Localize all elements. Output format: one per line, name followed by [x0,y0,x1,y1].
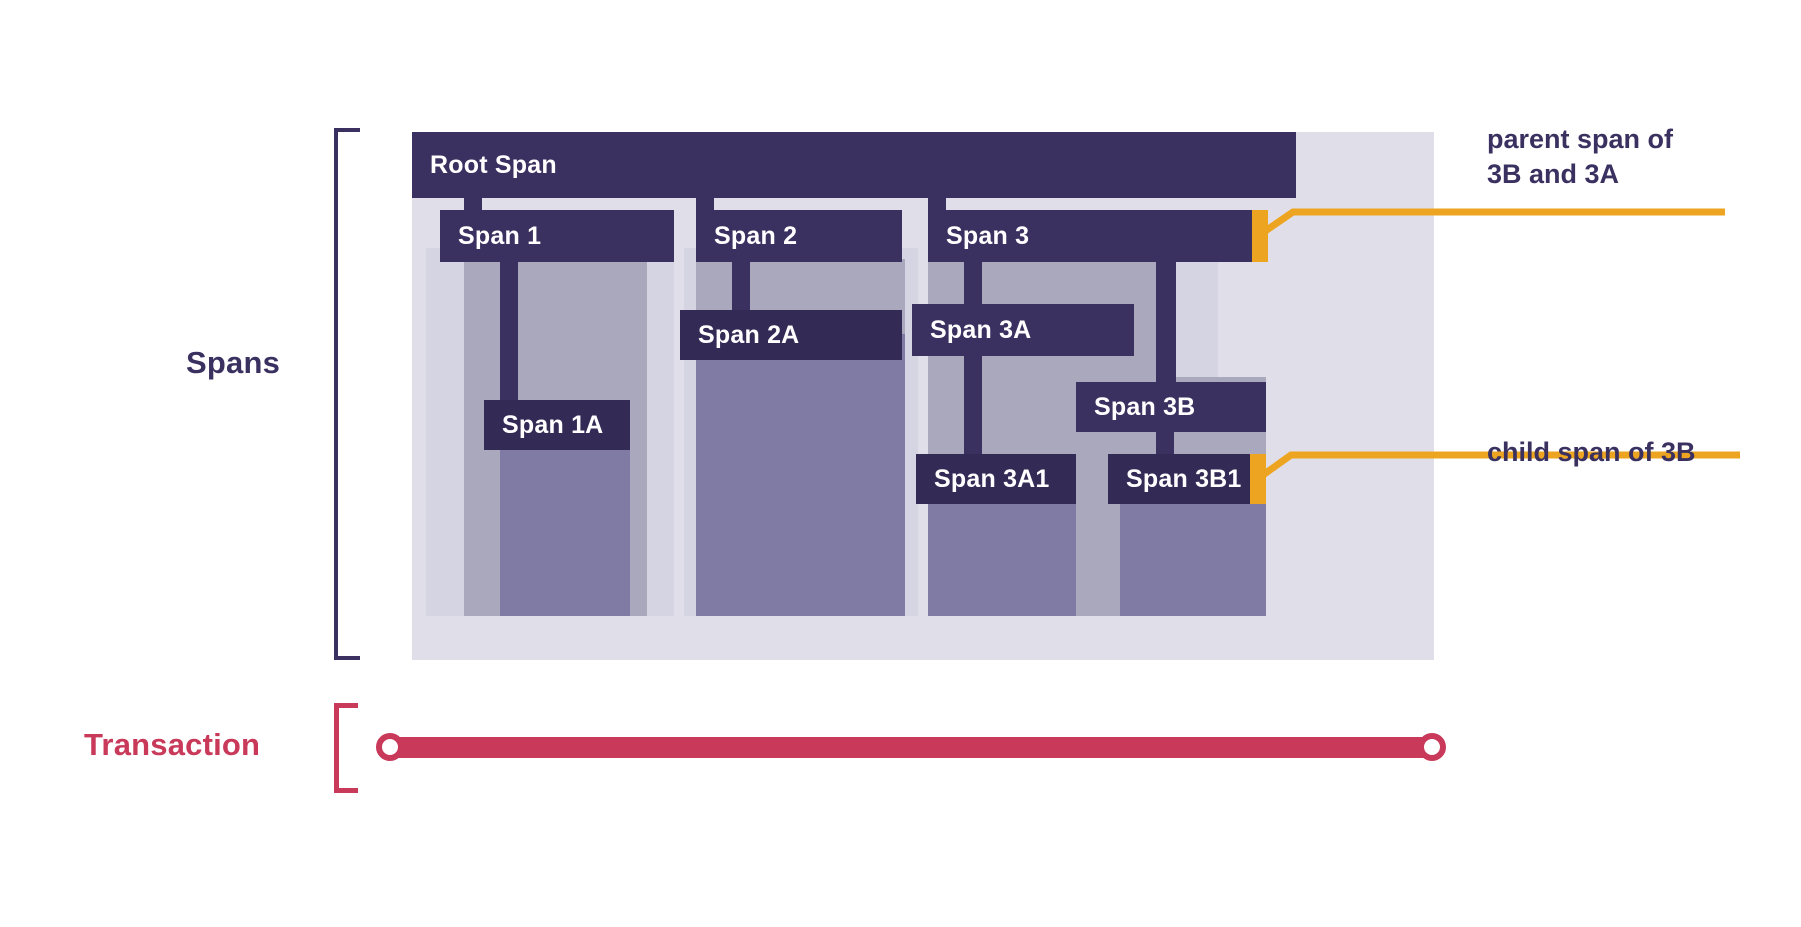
transaction-bracket [334,703,358,793]
span-bar-span3b1[interactable]: Span 3B1 [1108,454,1266,504]
span-bar-span1a-label: Span 1A [502,410,604,439]
highlight-marker-parent-span [1252,210,1268,262]
span-bar-span3b[interactable]: Span 3B [1076,382,1266,432]
transaction-section-label: Transaction [84,727,261,762]
span-bar-root-label: Root Span [430,150,557,179]
annotation-parent-span: parent span of 3B and 3A [1487,124,1674,189]
span-bar-span3[interactable]: Span 3 [928,210,1268,262]
span-bar-span3a-label: Span 3A [930,315,1032,344]
span-bar-span1-label: Span 1 [458,221,542,250]
transaction-end-dot [1418,733,1446,761]
span-bar-span2a-label: Span 2A [698,320,800,349]
span-bar-span3b1-label: Span 3B1 [1126,464,1242,493]
span-bar-span1a[interactable]: Span 1A [484,400,630,450]
span-bar-span3-label: Span 3 [946,221,1030,250]
span-bar-span2[interactable]: Span 2 [696,210,902,262]
span-bar-span2a[interactable]: Span 2A [680,310,902,360]
span2a-body-level3 [696,334,905,616]
transaction-bar [390,737,1438,758]
transaction-start-dot [376,733,404,761]
span1a-body-level3 [500,423,630,616]
connector-span3a-to-span3a1 [964,337,982,482]
span-bar-span3b-label: Span 3B [1094,392,1196,421]
span-bar-span2-label: Span 2 [714,221,798,250]
highlight-marker-child-span [1250,454,1266,504]
span-bar-root[interactable]: Root Span [412,132,1296,198]
span-bar-span3a1[interactable]: Span 3A1 [916,454,1076,504]
span-bar-span3a1-label: Span 3A1 [934,464,1050,493]
spans-diagram: Root Span Span 1 Span 2 Span 3 Span 2A S… [412,132,1434,660]
spans-section-label: Spans [186,345,281,380]
spans-bracket [334,128,360,660]
connector-span3-to-span3b [1156,252,1176,392]
connector-span1-to-span1a [500,252,518,432]
span-bar-span1[interactable]: Span 1 [440,210,674,262]
span-bar-span3a[interactable]: Span 3A [912,304,1134,356]
annotation-child-span: child span of 3B [1487,437,1696,467]
